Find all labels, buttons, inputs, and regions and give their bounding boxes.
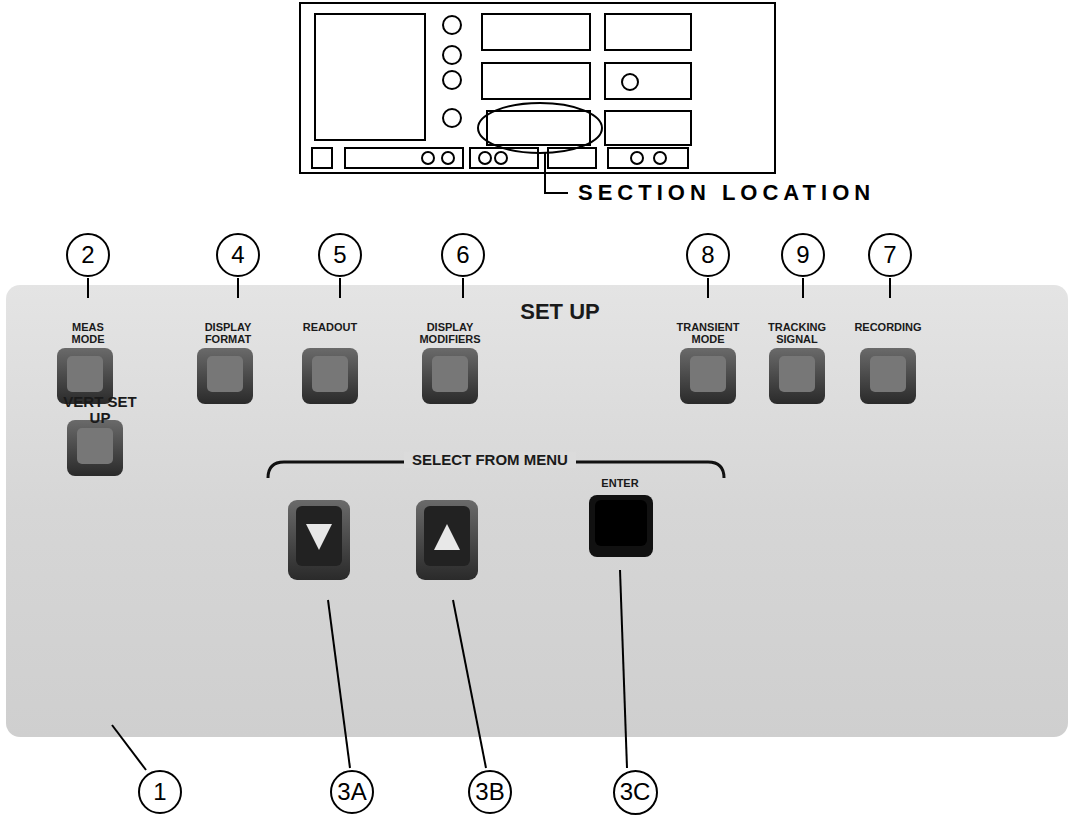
callout-number: 3B xyxy=(468,770,512,814)
callout-text: 8 xyxy=(701,241,714,269)
callout-text: 1 xyxy=(153,778,166,806)
callout-number: 6 xyxy=(441,233,485,277)
callout-number: 7 xyxy=(868,233,912,277)
callout-text: 9 xyxy=(796,241,809,269)
callout-number: 2 xyxy=(66,233,110,277)
section-location-label: SECTION LOCATION xyxy=(578,181,875,204)
callout-text: 3B xyxy=(475,778,504,806)
leader-lines xyxy=(88,278,890,770)
callout-text: 3C xyxy=(620,778,651,806)
callout-text: 3A xyxy=(337,778,366,806)
callout-number: 5 xyxy=(318,233,362,277)
callout-text: 6 xyxy=(456,241,469,269)
callout-number: 4 xyxy=(216,233,260,277)
callout-number: 3C xyxy=(613,770,658,815)
panel-label: ENTER xyxy=(590,478,650,490)
callout-text: 4 xyxy=(231,241,244,269)
panel-label: VERT SET UP xyxy=(52,394,148,426)
locator-panel xyxy=(300,3,775,193)
callout-number: 9 xyxy=(781,233,825,277)
push-buttons xyxy=(57,348,916,580)
control-panel xyxy=(6,285,1068,737)
panel-label: MEAS MODE xyxy=(63,322,113,345)
panel-label: SET UP xyxy=(500,300,620,323)
callout-number: 3A xyxy=(330,770,374,814)
panel-label: READOUT xyxy=(295,322,365,334)
callout-number: 8 xyxy=(686,233,730,277)
panel-label: TRANSIENT MODE xyxy=(669,322,747,345)
panel-label: DISPLAY FORMAT xyxy=(197,322,259,345)
panel-label: DISPLAY MODIFIERS xyxy=(410,322,490,345)
panel-label: RECORDING xyxy=(848,322,928,334)
callout-text: 5 xyxy=(333,241,346,269)
callout-text: 2 xyxy=(81,241,94,269)
callout-text: 7 xyxy=(883,241,896,269)
callout-number: 1 xyxy=(138,770,182,814)
panel-label: SELECT FROM MENU xyxy=(404,452,576,468)
panel-label: TRACKING SIGNAL xyxy=(762,322,832,345)
